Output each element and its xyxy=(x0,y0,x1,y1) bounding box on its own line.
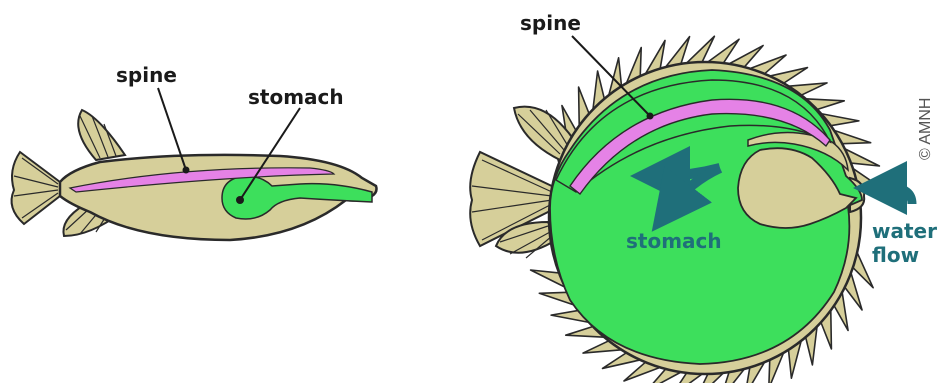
right-spine-label: spine xyxy=(520,11,581,35)
right-stomach-label: stomach xyxy=(626,229,722,253)
flow-label: flow xyxy=(872,243,919,267)
left-stomach-label: stomach xyxy=(248,85,344,109)
right-spine-dot xyxy=(647,113,654,120)
left-stomach-dot xyxy=(236,196,244,204)
left-spine-label: spine xyxy=(116,63,177,87)
left-tail-fin xyxy=(12,152,60,224)
spike xyxy=(708,39,739,63)
spike xyxy=(687,36,715,63)
water-label: water xyxy=(872,219,937,243)
credit-text: © AMNH xyxy=(917,98,934,160)
inflated-fish: spine stomach water flow xyxy=(470,11,937,383)
deflated-fish: spine stomach xyxy=(12,63,377,240)
water-flow-arrow xyxy=(880,188,912,204)
left-dorsal-fin xyxy=(78,110,125,160)
left-spine-dot xyxy=(183,167,190,174)
